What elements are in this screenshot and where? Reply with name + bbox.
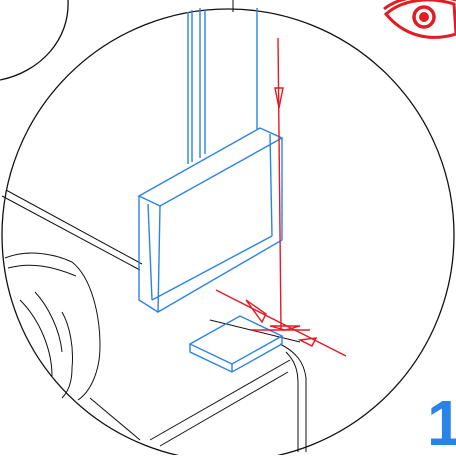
cabinet-body bbox=[1, 189, 307, 452]
door-panel bbox=[137, 127, 284, 314]
direction-marker bbox=[215, 37, 347, 357]
eye-icon bbox=[383, 0, 456, 39]
corner-detail-circle bbox=[0, 0, 69, 81]
step-number: 1 bbox=[427, 387, 456, 459]
vertical-rails bbox=[187, 8, 258, 164]
hinge-plate bbox=[188, 315, 284, 373]
zoom-detail-content bbox=[1, 8, 347, 452]
zoom-detail-circle bbox=[1, 8, 455, 455]
